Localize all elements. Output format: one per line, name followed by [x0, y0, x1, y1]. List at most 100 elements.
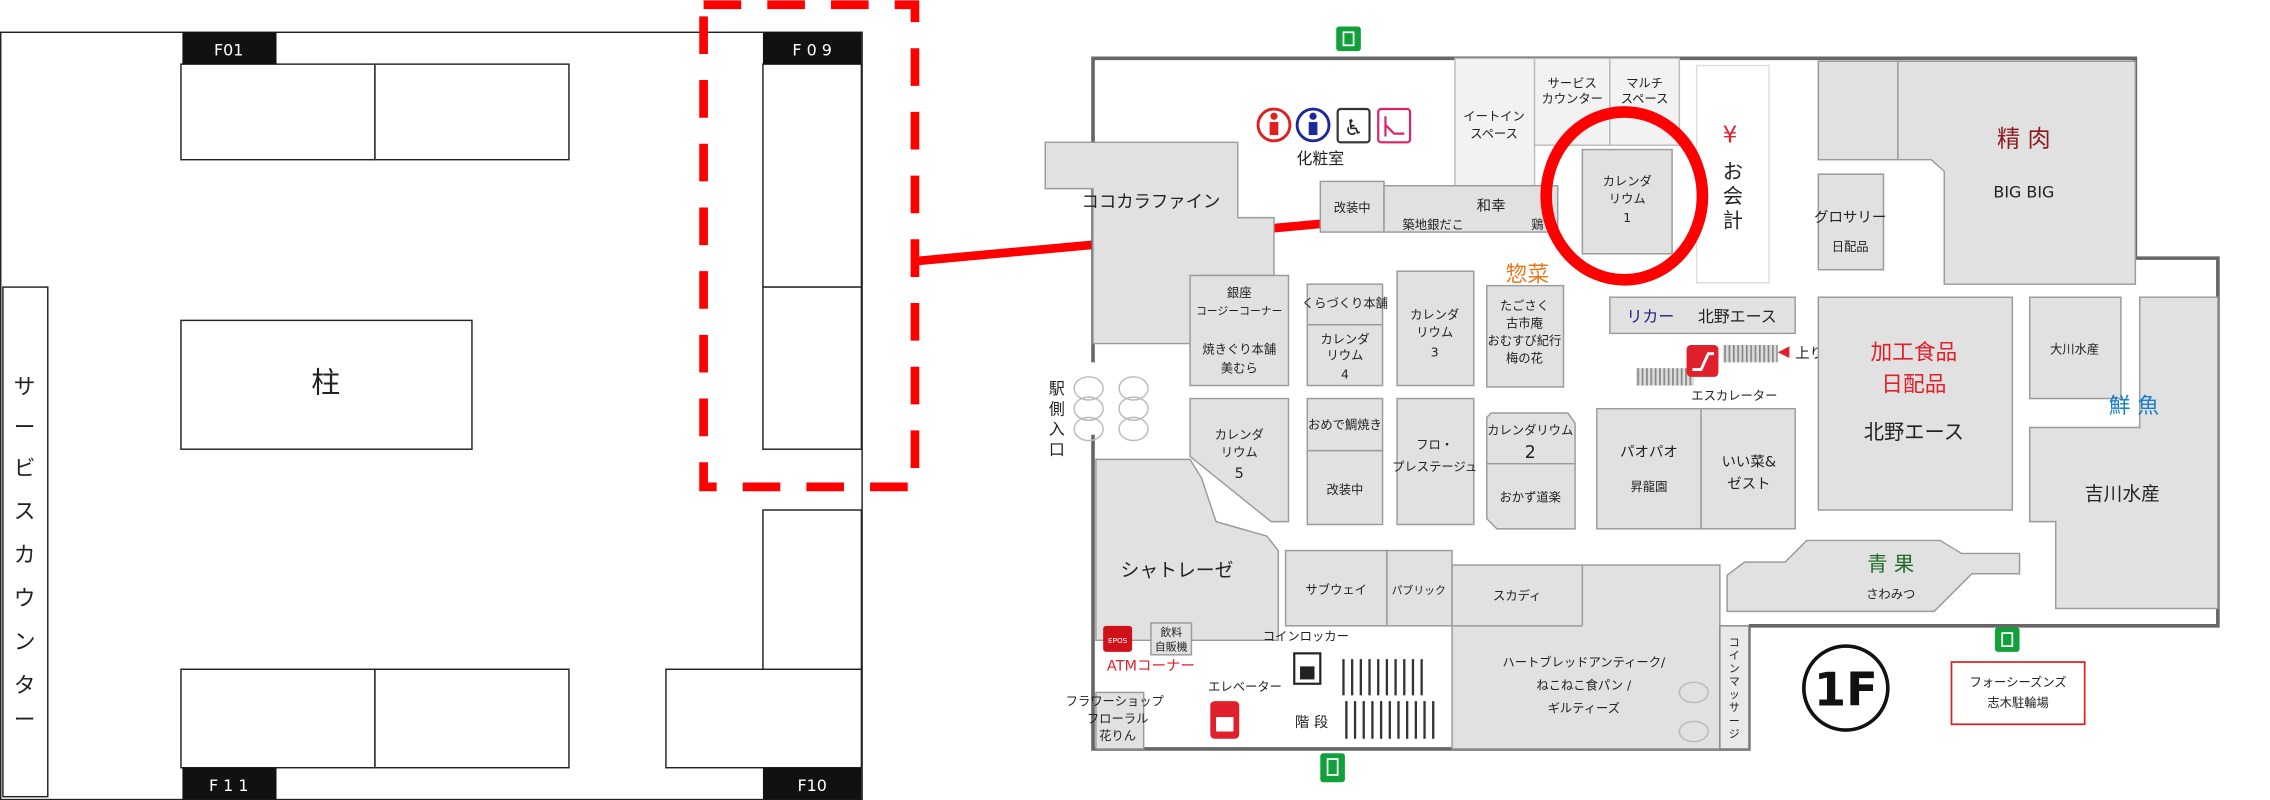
svg-text:入: 入: [1049, 420, 1065, 439]
svg-text:ココカラファイン: ココカラファイン: [1081, 192, 1220, 212]
svg-text:上り: 上り: [1795, 345, 1824, 362]
booth[interactable]: [180, 63, 376, 161]
coin-massage[interactable]: [1719, 625, 1750, 750]
shop-renovating[interactable]: [1306, 449, 1384, 526]
shop-omede-taiyaki[interactable]: [1306, 397, 1384, 452]
svg-text:タ: タ: [14, 673, 36, 698]
escalator-icon: [1686, 344, 1719, 377]
bicycle-parking-box[interactable]: [1950, 661, 2086, 726]
highlight-circle: [1540, 106, 1709, 286]
shop-paopao[interactable]: [1596, 407, 1702, 530]
booth-f09-lower[interactable]: [762, 286, 863, 450]
shop-meat-bigbig[interactable]: [1897, 60, 2137, 285]
shop-okawa-suisan[interactable]: [2028, 296, 2122, 400]
shop-scaddy-label: スカディ: [1493, 588, 1541, 603]
shop-kurazukuri[interactable]: [1306, 283, 1384, 326]
svg-text:マ: マ: [1729, 675, 1740, 688]
shop-subway[interactable]: [1284, 549, 1388, 627]
svg-text:ー: ー: [14, 708, 36, 733]
shop-vegetables-sawamitsu[interactable]: [1726, 539, 2021, 613]
booth[interactable]: [374, 668, 570, 769]
pillar-label: 柱: [311, 366, 340, 400]
shop-calendarium-4[interactable]: [1306, 323, 1384, 387]
svg-text:美むら: 美むら: [1221, 361, 1258, 375]
shop-wako-gindaco[interactable]: [1383, 185, 1559, 233]
booth[interactable]: [180, 668, 376, 769]
svg-text:大川水産: 大川水産: [2050, 342, 2099, 357]
booth[interactable]: [762, 509, 863, 670]
escalator-steps: [1722, 344, 1778, 363]
svg-text:スペース: スペース: [1621, 92, 1669, 106]
svg-text:自販機: 自販機: [1155, 639, 1188, 653]
shop-yoshikawa-suisan[interactable]: [2028, 296, 2219, 610]
svg-text:ッ: ッ: [1729, 688, 1740, 701]
shop-florist[interactable]: [1095, 691, 1145, 750]
shop-public[interactable]: [1386, 549, 1453, 627]
shop-calendarium-1[interactable]: [1581, 148, 1673, 255]
svg-text:パブリック: パブリック: [1392, 583, 1446, 597]
svg-text:お: お: [1723, 160, 1743, 184]
shop-calendarium-5[interactable]: [1189, 397, 1290, 523]
epos-atm-icon: [1103, 625, 1133, 652]
svg-text:おむすび紀行: おむすび紀行: [1488, 334, 1562, 348]
service-counter-label: サ ー ビ ス カ ウ ン タ ー: [14, 375, 36, 733]
arrow-left-icon: [1777, 346, 1790, 359]
svg-text:スペース: スペース: [1470, 127, 1518, 141]
shop-calendarium-3[interactable]: [1396, 270, 1475, 387]
svg-text:古市庵: 古市庵: [1506, 316, 1543, 331]
shop-iisai-zest[interactable]: [1700, 407, 1796, 530]
shop-ginza-cozy-yakiguri[interactable]: [1189, 274, 1290, 387]
svg-text:おかず道楽: おかず道楽: [1499, 490, 1561, 504]
svg-text:いい菜&: いい菜&: [1721, 454, 1776, 471]
male-figure-icon: [1308, 122, 1318, 136]
svg-text:イ: イ: [1729, 649, 1740, 662]
svg-text:ビ: ビ: [14, 456, 36, 481]
svg-text:精 肉: 精 肉: [1997, 127, 2051, 153]
shop-tagosaku-group[interactable]: [1486, 284, 1565, 388]
atm-corner-label: ATMコーナー: [1107, 659, 1195, 675]
emergency-exit-icon: [1994, 627, 2020, 652]
shop-liquor-kitano-ace[interactable]: [1609, 296, 1796, 335]
svg-text:3: 3: [1431, 346, 1439, 360]
svg-text:F01: F01: [214, 40, 243, 59]
svg-text:梅の花: 梅の花: [1506, 350, 1543, 365]
svg-text:改装中: 改装中: [1326, 482, 1363, 497]
shop-kitano-ace-processed[interactable]: [1817, 296, 2014, 511]
svg-text:リウム: リウム: [1609, 192, 1646, 206]
svg-text:ねこねこ食パン /: ねこねこ食パン /: [1536, 678, 1632, 693]
svg-text:花りん: 花りん: [1099, 728, 1136, 743]
shop-renovating[interactable]: [1319, 180, 1385, 233]
shop-grocery[interactable]: [1817, 173, 1885, 271]
svg-text:F10: F10: [797, 776, 826, 795]
booth[interactable]: [665, 668, 863, 769]
svg-text:カレンダ: カレンダ: [1603, 174, 1652, 189]
svg-text:日配品: 日配品: [1832, 240, 1869, 254]
shop-heart-bread-group[interactable]: [1451, 564, 1721, 750]
svg-text:ス: ス: [14, 500, 36, 525]
zone-tag-f10: [762, 767, 862, 800]
svg-text:サブウェイ: サブウェイ: [1305, 582, 1367, 597]
zone-tag-f11: [182, 767, 277, 800]
coin-massage-label: コ イ ン マ ッ サ ー ジ: [1729, 636, 1740, 740]
shop-eat-in-space[interactable]: [1454, 57, 1536, 187]
booth-f09-upper[interactable]: [762, 63, 863, 288]
svg-text:加工食品: 加工食品: [1870, 340, 1957, 365]
emergency-exit-icon: [1336, 26, 1361, 52]
shop-flo-prestige[interactable]: [1396, 397, 1475, 526]
wheelchair-glyph: ♿: [1344, 116, 1363, 141]
svg-text:鶏: 鶏: [1531, 218, 1543, 232]
svg-text:飲料: 飲料: [1160, 625, 1182, 639]
shop-okazu-doraku[interactable]: [1486, 462, 1576, 530]
svg-text:ン: ン: [14, 630, 36, 655]
booth[interactable]: [374, 63, 570, 161]
svg-text:焼きぐり本舗: 焼きぐり本舗: [1202, 343, 1276, 357]
svg-text:コ: コ: [1729, 636, 1740, 649]
svg-text:イートイン: イートイン: [1463, 110, 1525, 124]
svg-text:フラワーショップ: フラワーショップ: [1066, 694, 1165, 708]
svg-text:エスカレーター: エスカレーター: [1691, 389, 1777, 403]
emergency-exit-icon: [1320, 753, 1345, 783]
detail-panel: 柱 サ ー ビ ス カ ウ ン タ ー F01 F 0 9 F 1 1 F10: [0, 31, 863, 800]
svg-text:ー: ー: [14, 416, 36, 441]
svg-text:青 果: 青 果: [1867, 552, 1914, 576]
